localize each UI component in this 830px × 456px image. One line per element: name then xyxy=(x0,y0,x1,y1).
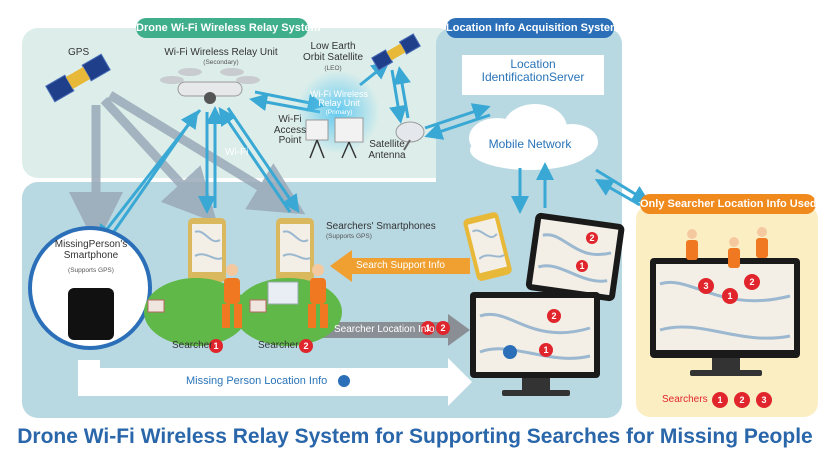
pin-legend-1 xyxy=(712,392,728,408)
pin-so-3 xyxy=(698,278,714,294)
pin-so-2 xyxy=(744,274,760,290)
supports-gps-label: (Supports GPS) xyxy=(326,233,372,240)
searcher-location-label: Searcher Location Info xyxy=(334,324,435,335)
gps-label: GPS xyxy=(68,47,90,58)
wifi-label: Wi-Fi xyxy=(225,147,249,158)
pin-arrow-1 xyxy=(421,321,435,335)
leo-label: Low Earth Orbit Satellite xyxy=(302,41,364,63)
pin-text: 2 xyxy=(749,277,754,287)
pin-text: 1 xyxy=(543,345,548,355)
satellite-antenna-label: Satellite Antenna xyxy=(368,139,406,161)
missing-location-dot xyxy=(338,375,350,387)
missing-phone-label: MissingPerson's Smartphone xyxy=(54,239,128,261)
house-icon-2 xyxy=(249,299,267,313)
searcher-location-arrow xyxy=(320,314,470,346)
searcher-phone-1 xyxy=(188,218,226,282)
searcher-1-label: Searcher xyxy=(172,340,213,351)
monitor-searcher-only-icon xyxy=(650,258,800,376)
pin-tablet-2 xyxy=(586,232,598,244)
relay-secondary-sub: (Secondary) xyxy=(203,59,239,66)
relay-primary-sub: (Primary) xyxy=(325,109,353,116)
searcher-2-label: Searcher xyxy=(258,340,299,351)
island-1 xyxy=(144,278,248,346)
tablet-icon xyxy=(525,212,625,302)
searcher-phone-2 xyxy=(276,218,314,282)
pin-arrow-2 xyxy=(436,321,450,335)
missing-location-arrow xyxy=(78,358,472,406)
pin-monitor-2 xyxy=(547,309,561,323)
pin-text: 2 xyxy=(440,323,445,333)
pin-tablet-1 xyxy=(576,260,588,272)
search-support-arrow xyxy=(330,250,470,282)
server-box xyxy=(462,55,604,95)
monitor-icon xyxy=(470,292,600,396)
searcher-only-figures xyxy=(686,227,768,268)
missing-phone-device xyxy=(68,288,114,340)
pin-text: 1 xyxy=(727,291,732,301)
pin-field-searcher-2 xyxy=(299,339,313,353)
mobile-network-label: Mobile Network xyxy=(488,137,572,151)
missing-location-label: Missing Person Location Info xyxy=(186,375,328,387)
pin-text: 1 xyxy=(579,261,584,271)
searchers-label: Searchers xyxy=(662,394,708,405)
pin-text: 1 xyxy=(717,395,722,405)
relay-secondary-label: Wi-Fi Wireless Relay Unit xyxy=(164,47,278,58)
pin-text: 1 xyxy=(425,323,430,333)
access-point-label: Wi-Fi Access Point xyxy=(273,114,307,146)
relay-primary-label: Wi-Fi Wireless Relay Unit xyxy=(310,89,368,109)
drone-system-header: Drone Wi-Fi Wireless Relay System xyxy=(136,18,320,38)
missing-phone-sub: (Supports GPS) xyxy=(68,267,114,274)
searcher-only-header: Only Searcher Location Info Used xyxy=(640,194,817,214)
searcher-figure-2 xyxy=(308,264,328,328)
page-title: Drone Wi-Fi Wireless Relay System for Su… xyxy=(17,425,813,448)
pin-text: 2 xyxy=(303,341,308,351)
pin-legend-2 xyxy=(734,392,750,408)
searchers-smartphones-label: Searchers' Smartphones xyxy=(326,221,436,232)
searcher-figure-1 xyxy=(222,264,242,328)
house-icon-1 xyxy=(147,299,165,313)
pin-text: 3 xyxy=(761,395,766,405)
access-point-icon xyxy=(305,117,364,159)
pins xyxy=(209,232,772,408)
pin-field-searcher-1 xyxy=(209,339,223,353)
location-system-header: Location Info Acquisition System xyxy=(446,18,620,38)
pin-so-1 xyxy=(722,288,738,304)
pin-text: 2 xyxy=(589,233,594,243)
pin-text: 2 xyxy=(739,395,744,405)
leo-sub: (LEO) xyxy=(324,65,342,72)
mobile-phone-icon xyxy=(463,212,512,281)
pin-text: 1 xyxy=(213,341,218,351)
pin-text: 2 xyxy=(551,311,556,321)
gps-satellite-icon xyxy=(45,53,111,103)
server-label: Location IdentificationServer xyxy=(481,57,585,84)
drone-icon xyxy=(160,68,260,104)
search-support-label: Search Support Info xyxy=(356,260,445,271)
pin-monitor-1 xyxy=(539,343,553,357)
mobile-network-cloud xyxy=(469,104,598,170)
building-icon xyxy=(267,281,299,305)
pin-text: 3 xyxy=(703,281,708,291)
satellite-antenna-icon xyxy=(395,121,425,151)
leo-satellite-icon xyxy=(371,33,421,71)
gps-signal-arrows xyxy=(69,91,306,246)
pin-legend-3 xyxy=(756,392,772,408)
